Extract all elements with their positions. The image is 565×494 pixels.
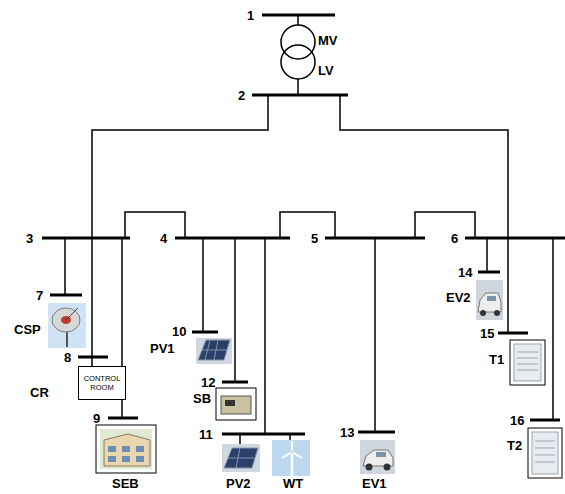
device-label: CSP <box>14 322 41 337</box>
bus-number: 14 <box>458 265 472 280</box>
bus-number: 4 <box>160 231 167 246</box>
bus-number: 16 <box>510 413 524 428</box>
storage-battery-picture <box>216 388 256 420</box>
csp-dish-picture <box>48 303 86 348</box>
electric-vehicle-picture <box>476 280 503 320</box>
building-picture <box>96 425 156 473</box>
bus-bars <box>42 15 565 434</box>
wires <box>65 15 553 444</box>
device-label: WT <box>283 476 303 491</box>
bus-number: 8 <box>64 350 71 365</box>
bus-number: 11 <box>199 427 213 442</box>
control-room-box: CONTROL ROOM <box>78 366 126 400</box>
transformer-symbol <box>281 25 315 79</box>
bus-number: 12 <box>201 375 215 390</box>
heat-pump-picture <box>510 340 545 385</box>
bus-number: 3 <box>26 231 33 246</box>
pv-panel-picture <box>196 338 232 364</box>
bus-number: 9 <box>93 411 100 426</box>
bus-number: 2 <box>238 88 245 103</box>
device-label: T1 <box>489 352 504 367</box>
device-label: PV2 <box>226 476 251 491</box>
bus-number: 7 <box>36 288 43 303</box>
bus-number: 10 <box>172 324 186 339</box>
heat-pump-picture <box>528 428 562 478</box>
bus-number: 13 <box>340 425 354 440</box>
device-label: T2 <box>507 438 522 453</box>
pv-panel-picture <box>222 444 260 472</box>
device-label: SB <box>193 391 211 406</box>
device-label: EV1 <box>362 476 387 491</box>
node-text: CONTROL ROOM <box>79 374 125 392</box>
voltage-label: LV <box>318 63 334 78</box>
device-label: EV2 <box>446 290 471 305</box>
bus-number: 5 <box>311 231 318 246</box>
device-label: SEB <box>112 476 139 491</box>
device-label: PV1 <box>150 341 175 356</box>
bus-number: 1 <box>247 8 254 23</box>
bus-number: 15 <box>480 326 494 341</box>
device-label: CR <box>30 385 49 400</box>
bus-number: 6 <box>451 231 458 246</box>
voltage-label: MV <box>318 33 338 48</box>
electric-vehicle-picture <box>360 440 395 474</box>
wind-turbine-picture <box>272 440 310 476</box>
